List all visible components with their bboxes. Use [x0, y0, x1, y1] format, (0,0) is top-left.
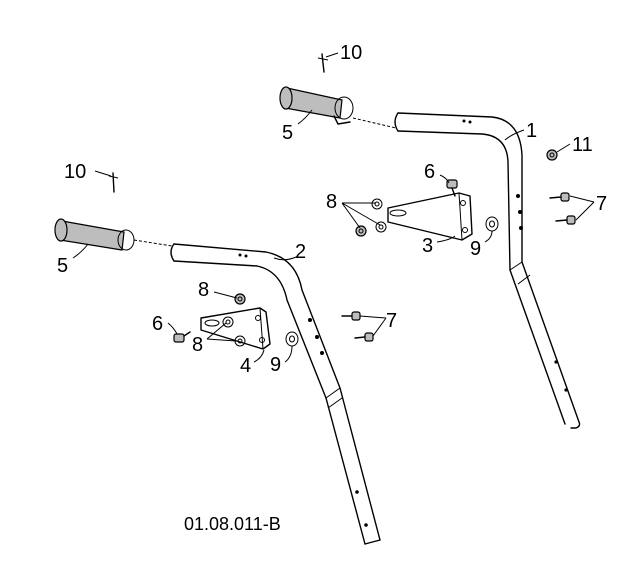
callout-9-upper: 9 — [470, 238, 481, 260]
lower-grip — [54, 218, 173, 251]
leader-lines — [72, 52, 595, 363]
mounting-bolts — [341, 192, 576, 342]
lower-handle-tube — [170, 243, 381, 545]
upper-handle-tube — [394, 112, 581, 429]
callout-9-lower: 9 — [270, 354, 281, 376]
pivot-bolts — [173, 179, 458, 343]
upper-washers — [355, 198, 387, 237]
callout-5-lower: 5 — [57, 255, 68, 277]
callout-4: 4 — [240, 355, 251, 377]
callout-11: 11 — [572, 134, 593, 156]
callout-1: 1 — [526, 120, 537, 142]
callout-8-upper: 8 — [326, 191, 337, 213]
upper-bracket — [387, 192, 473, 241]
drawing-code: 01.08.011-B — [184, 514, 281, 534]
roll-pins — [108, 53, 329, 193]
callout-5-upper: 5 — [282, 122, 293, 144]
upper-grip — [279, 86, 397, 129]
callout-3: 3 — [422, 235, 433, 257]
lock-nut — [546, 149, 558, 161]
callout-6-lower: 6 — [152, 313, 163, 335]
callout-10-upper: 10 — [340, 42, 362, 64]
callout-2: 2 — [295, 241, 306, 263]
callout-7-upper: 7 — [596, 193, 607, 215]
callout-7-lower: 7 — [386, 310, 397, 332]
lower-bracket — [200, 307, 271, 350]
callout-8-lower: 8 — [192, 334, 203, 356]
lower-washers — [222, 293, 246, 347]
callout-8-lower-top: 8 — [198, 279, 209, 301]
callout-10-lower: 10 — [64, 161, 86, 183]
callout-6-upper: 6 — [424, 161, 435, 183]
